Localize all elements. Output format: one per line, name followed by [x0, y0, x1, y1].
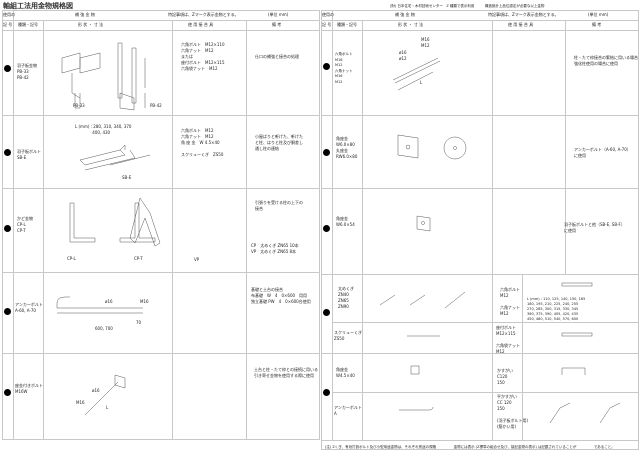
fasteners-header: 使 用 接 合 具 [508, 22, 534, 27]
row-marker [323, 225, 330, 232]
item-name: 六角ボルト M16 M12 六角ナット M16 M12 [335, 52, 353, 84]
shape-header: 形 状 ・ 寸 法 [398, 22, 424, 27]
remarks-header: 備 考 [272, 22, 282, 27]
anchor-a-drawing [399, 406, 434, 411]
usage-header: 使用の [3, 12, 15, 17]
drawing-label: 600, 700 [95, 326, 113, 331]
item-remarks: 引張りを受ける柱の上下の 接合 [255, 200, 303, 211]
drawing-label: ø16 [105, 299, 113, 304]
item-fasteners: かすがい C120 150 [497, 368, 513, 385]
drawing-label: M12 [421, 43, 430, 48]
capped-bolt-drawing [561, 332, 593, 337]
screw-nail-drawing [407, 335, 440, 337]
square-washer-drawing [416, 215, 431, 232]
washer-bolt-drawing [84, 374, 126, 416]
drawing-label: L [106, 405, 109, 410]
row-marker [4, 149, 11, 156]
row-marker [323, 63, 330, 70]
drawing-label: ø16 [92, 388, 100, 393]
item-name: 角座金 W6.0×80 丸座金 RW6.0×80 [336, 136, 358, 159]
drawing-label: CP-T [134, 256, 143, 261]
kind-header: 種類・記号 [18, 22, 38, 27]
anchor-bolt-drawing [56, 296, 143, 314]
drawing-label: M16 [76, 400, 85, 405]
item-name: 羽子板金物 PB-33 PB-42 [17, 63, 37, 80]
row-marker [323, 389, 330, 396]
unit-label: (単位 mm) [588, 12, 609, 17]
pb-drawing [61, 42, 146, 111]
item-name: アンカーボルト A-60, A-70 [15, 302, 43, 313]
item-remarks: アンカーボルト（A-60, A-70） に使用 [574, 147, 631, 158]
item-remarks: 仕口の補強と接合の処理 [255, 54, 299, 59]
item-name: かど金物 CP-L CP-T [17, 216, 33, 233]
item-fasteners: 六角ボルト M12 六角ナット M12 [500, 287, 520, 316]
row-marker [4, 308, 11, 315]
item-dims: L (mm) : 280, 310, 340, 370 400, 430 [75, 124, 132, 135]
item-name: 羽子板ボルト SB-E [17, 149, 41, 160]
spec-note: 特記事項は、Zマーク表示金物とする。 [168, 12, 239, 17]
drawing-label: CP-L [67, 256, 76, 261]
nails-drawing [379, 291, 466, 309]
item-fasteners: 六角ボルト M12 六角ナット M12 角 座 金 W 4.5×40 スクリュー… [181, 128, 224, 157]
item-fasteners: 座付ボルト M12×115 六角袋ナット M12 [496, 325, 520, 354]
item-name: 角座金 W6.0×54 [336, 216, 355, 227]
mark-header: 記 号 [3, 22, 13, 27]
spec-note: 特記事項は、Zマーク表示金物とする。 [488, 12, 559, 17]
item-remarks: 土台と柱・たて枠との接続に用いる 引き寄せ金物を使用する際に使用 [254, 367, 318, 378]
fasteners-header: 使 用 接 合 具 [188, 22, 214, 27]
drawing-label: M16 [421, 37, 430, 42]
unit-label: (単位 mm) [268, 12, 289, 17]
drawing-label: ø12 [399, 56, 407, 61]
hex-bolt-drawing [392, 57, 441, 91]
top-note: (財) 日本住宅・木材技術センター Z 種類で表示利用 構造設計上品位認定が必要… [390, 4, 545, 8]
drawing-label: SB-E [122, 175, 132, 180]
item-name: 太めくぎ ZN40 ZN65 ZN90 [338, 286, 354, 309]
row-marker [4, 389, 11, 396]
item-name: アンカーボルト A [334, 405, 362, 416]
row-marker [323, 149, 330, 156]
page-title: 軸組工法用金物規格図 [3, 2, 73, 10]
clamp-drawing [561, 367, 586, 375]
drawing-label: 70 [136, 320, 142, 325]
sb-drawing [79, 144, 151, 171]
section-header: 補 強 金 物 [75, 12, 95, 17]
item-remarks: 小屋ばりと軒げた、軒げた と柱、はりと柱及び胴差し 通し柱の連結 [255, 134, 303, 151]
row-marker [323, 309, 330, 316]
kind-header: 種類・記号 [337, 22, 357, 27]
item-name: 座金付きボルト M16W [15, 383, 43, 394]
item-fasteners: 平かすがい CC 120 150 (羽子板ボルト用) (筋かい用) [497, 394, 529, 429]
right-table [321, 10, 639, 450]
item-remarks: 羽子板ボルトと他（SB-E, SB-F） に使用 [564, 222, 625, 233]
row-marker [4, 65, 11, 72]
drawing-label: ø16 [399, 50, 407, 55]
washer-drawing [397, 134, 467, 160]
mark-header: 記 号 [322, 22, 332, 27]
footer-note: (注) Zくぎ、有効打設ボルト及び小型用途金物は、それぞれ別途の規格 金物には表… [325, 445, 615, 449]
shape-header: 形 状 ・ 寸 法 [78, 22, 104, 27]
drawing-label: PB-42 [150, 103, 162, 108]
item-remarks: 基礎と土台の接合 布基礎 W 4 0×600 用用 独立基礎 PW 4 0×60… [251, 287, 311, 304]
item-name: スクリューくぎ ZS50 [334, 330, 362, 341]
row-marker [4, 225, 11, 232]
item-remarks: 柱・たて枠接合の緊結に用いる場合 強化柱使用の場合に使用 [574, 55, 638, 66]
drawing-label: VP [194, 257, 200, 262]
item-remarks-nails: CP 太めくぎ ZN65 10本 VP 太めくぎ ZN65 8本 [251, 243, 299, 254]
square-washer-small-drawing [410, 365, 420, 375]
drawing-label: PB-33 [73, 103, 85, 108]
drawing-label: M16 [140, 299, 149, 304]
left-table [2, 10, 320, 440]
usage-header: 使用の [322, 12, 334, 17]
drawing-label: L [420, 80, 423, 85]
remarks-header: 備 考 [592, 22, 602, 27]
cp-drawing [69, 197, 161, 247]
item-fasteners: 六角ボルト M12×110 六角ナット M12 または 座付ボルト M12×11… [181, 42, 225, 71]
item-name: 角座金 W4.5×40 [336, 367, 355, 378]
bolt-m12-drawing [561, 282, 593, 287]
flat-clamp-drawing [549, 402, 621, 424]
section-header: 補 強 金 物 [395, 12, 415, 17]
bolt-lengths: L (mm) : 110, 125, 140, 150, 165 180, 19… [527, 297, 586, 321]
